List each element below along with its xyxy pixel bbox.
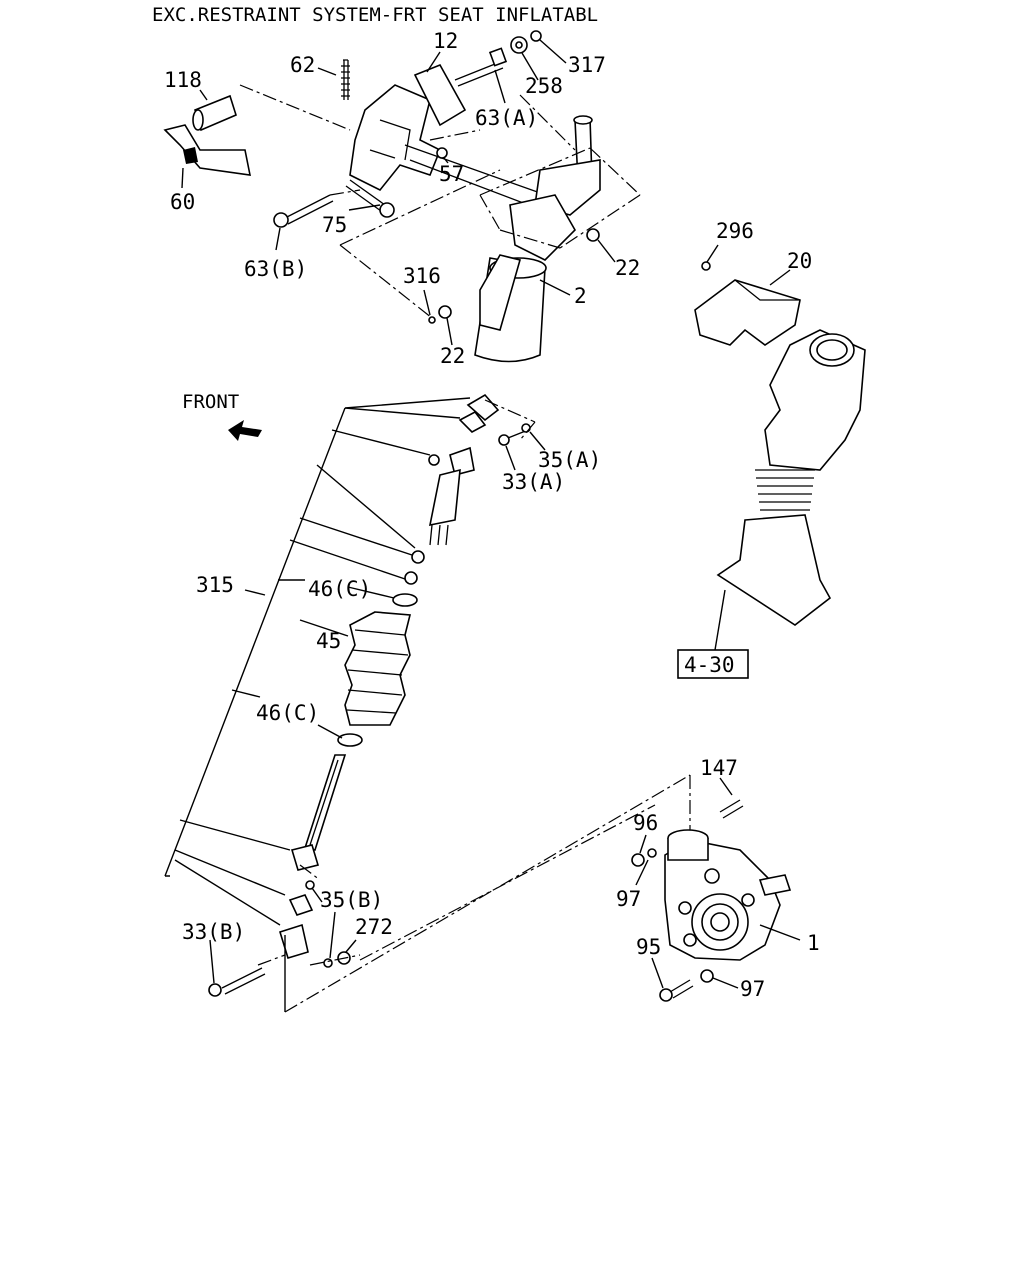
leader-lines <box>181 39 801 989</box>
callout-317: 317 <box>568 53 606 77</box>
front-label: FRONT <box>182 391 239 413</box>
callout-45: 45 <box>316 629 341 653</box>
callout-35b: 35(B) <box>320 888 383 912</box>
callout-296: 296 <box>716 219 754 243</box>
tilt-lever-60 <box>163 124 252 176</box>
clip-296 <box>701 261 711 271</box>
boot-45 <box>344 611 412 726</box>
callout-258: 258 <box>525 74 563 98</box>
callout-316: 316 <box>403 264 441 288</box>
callout-33b: 33(B) <box>182 920 245 944</box>
callout-97-lower: 97 <box>740 977 765 1001</box>
diagram-title: EXC.RESTRAINT SYSTEM-FRT SEAT INFLATABL <box>152 4 598 26</box>
callout-12: 12 <box>433 29 458 53</box>
callout-97-upper: 97 <box>616 887 641 911</box>
callout-60: 60 <box>170 190 195 214</box>
callout-95: 95 <box>636 935 661 959</box>
tilt-bracket-12 <box>413 63 467 127</box>
callout-33a: 33(A) <box>502 470 565 494</box>
callout-46c-upper: 46(C) <box>308 577 371 601</box>
steering-column-assembly <box>163 30 601 363</box>
callout-57: 57 <box>439 162 464 186</box>
callout-22-right: 22 <box>615 256 640 280</box>
callout-1: 1 <box>807 931 820 955</box>
reference-box <box>677 649 749 679</box>
callout-20: 20 <box>787 249 812 273</box>
callout-35a: 35(A) <box>538 448 601 472</box>
cover-20 <box>694 279 801 346</box>
callout-118: 118 <box>164 68 202 92</box>
callout-75: 75 <box>322 213 347 237</box>
front-arrow-icon <box>228 420 262 441</box>
callout-2: 2 <box>574 284 587 308</box>
callout-96: 96 <box>633 811 658 835</box>
callout-147: 147 <box>700 756 738 780</box>
callout-272: 272 <box>355 915 393 939</box>
callout-63b: 63(B) <box>244 257 307 281</box>
callout-63a: 63(A) <box>475 106 538 130</box>
callout-46c-lower: 46(C) <box>256 701 319 725</box>
callout-315: 315 <box>196 573 234 597</box>
reference-label: 4-30 <box>684 653 735 677</box>
callout-22-left: 22 <box>440 344 465 368</box>
intermediate-shaft-assembly <box>164 393 531 997</box>
steering-gearbox-assembly <box>631 799 792 1002</box>
column-cover-assembly <box>694 261 866 626</box>
callout-62: 62 <box>290 53 315 77</box>
